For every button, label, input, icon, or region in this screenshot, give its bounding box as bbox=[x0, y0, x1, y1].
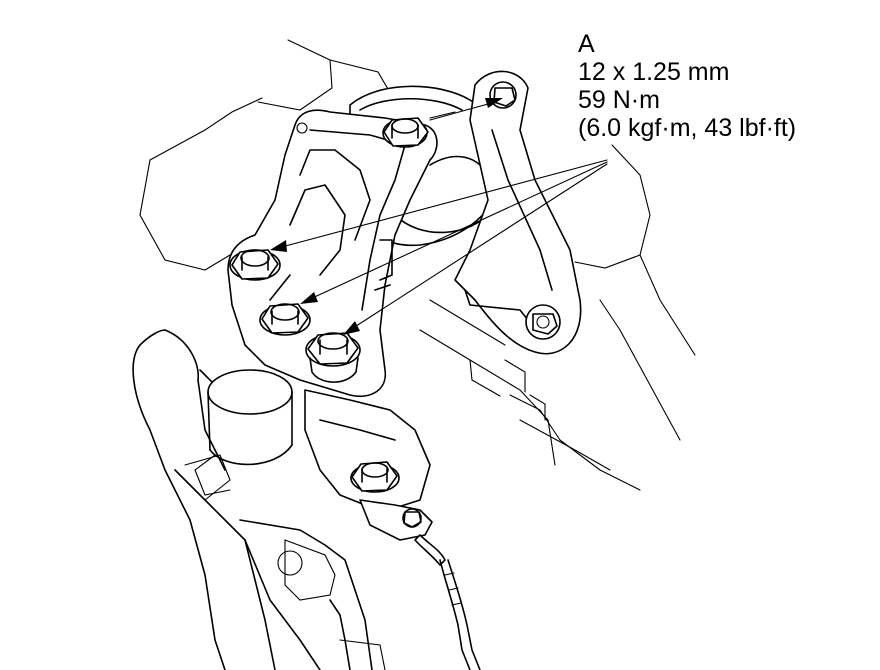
callout-torque-nm: 59 N·m bbox=[578, 86, 660, 114]
bracket-top-bolt bbox=[382, 117, 429, 148]
engine-block-outline bbox=[139, 39, 696, 491]
side-mount-arm bbox=[454, 70, 582, 355]
arrowhead-lower bbox=[343, 321, 360, 335]
arrowhead-top-bolt bbox=[485, 98, 503, 108]
callout-thread-size: 12 x 1.25 mm bbox=[578, 58, 730, 86]
callout-letter: A bbox=[578, 30, 595, 58]
callout-leaders bbox=[270, 98, 608, 335]
ground-cable bbox=[359, 499, 481, 670]
lower-bracket bbox=[304, 389, 431, 509]
bolt-a-middle bbox=[259, 303, 311, 336]
cylinder-part bbox=[194, 369, 293, 496]
bolt-a-upper bbox=[229, 249, 281, 281]
torque-callout: A 12 x 1.25 mm 59 N·m (6.0 kgf·m, 43 lbf… bbox=[578, 30, 796, 142]
callout-torque-alt: (6.0 kgf·m, 43 lbf·ft) bbox=[578, 114, 797, 142]
arrowhead-middle bbox=[300, 292, 318, 304]
arrowhead-upper bbox=[270, 240, 287, 252]
frame-and-hose bbox=[132, 329, 386, 670]
